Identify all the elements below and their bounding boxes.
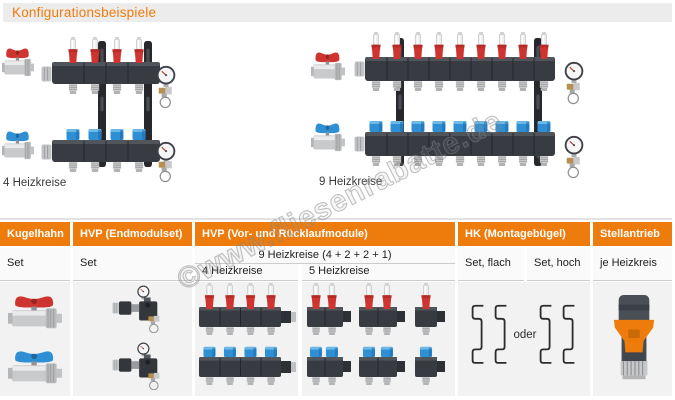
header-hvp-endmodulset: HVP (Endmodulset) — [73, 222, 192, 246]
sub-kugelhahn-set: Set — [0, 248, 70, 281]
bracket-flat-image — [469, 302, 487, 368]
bracket-high-image — [560, 302, 578, 368]
stellantrieb-actuator-image — [612, 292, 656, 388]
sub-je-heizkreis: je Heizkreis — [593, 248, 672, 281]
modules-2-2-1-return-image — [307, 346, 445, 385]
cell-montagebuegel-images — [458, 282, 590, 396]
header-hk-montagebuegel: HK (Montagebügel) — [458, 222, 590, 246]
sub-9-heizkreise-span: 9 Heizkreise (4 + 2 + 2 + 1) — [195, 248, 455, 264]
endmodulset-flow-image — [110, 285, 172, 333]
table-top-border — [0, 218, 672, 220]
oder-label: oder — [513, 329, 537, 341]
blue-ball-valve-image — [2, 131, 34, 160]
sub-4-heizkreise: 4 Heizkreise — [195, 264, 298, 281]
drain-valve-icon — [158, 161, 173, 183]
page-title: Konfigurationsbeispiele — [12, 5, 157, 20]
label-9-heizkreise: 9 Heizkreise — [319, 176, 383, 188]
kugelhahn-blue-valve-image — [8, 345, 62, 389]
kugelhahn-red-valve-image — [8, 290, 62, 334]
red-ball-valve-image — [311, 52, 345, 81]
label-4-heizkreise: 4 Heizkreise — [3, 177, 67, 189]
pressure-gauge-icon — [564, 135, 584, 157]
module-4-return-image — [199, 346, 296, 385]
cell-endmodulset-images — [73, 282, 192, 396]
manifold-4-circuits-image — [2, 37, 176, 183]
flow-manifold-bar — [354, 32, 584, 105]
module-4-flow-image — [199, 283, 296, 335]
return-manifold-bar — [354, 121, 584, 179]
header-hvp-module: HVP (Vor- und Rücklaufmodule) — [195, 222, 455, 246]
sub-5-heizkreise: 5 Heizkreise — [302, 264, 455, 281]
drain-valve-icon — [158, 87, 173, 109]
sub-set-flach: Set, flach — [458, 248, 524, 281]
header-kugelhahn: Kugelhahn — [0, 222, 70, 246]
pressure-gauge-icon — [156, 65, 176, 87]
section-title-bar: Konfigurationsbeispiele — [3, 3, 672, 22]
drain-valve-icon — [566, 83, 581, 105]
drain-valve-icon — [566, 157, 581, 179]
flow-manifold-bar — [41, 37, 176, 109]
blue-ball-valve-image — [311, 123, 345, 152]
return-manifold-bar — [41, 129, 176, 183]
pressure-gauge-icon — [564, 61, 584, 83]
manifold-9-circuits-image — [311, 32, 584, 179]
modules-2-2-1-flow-image — [307, 283, 445, 335]
red-ball-valve-image — [2, 48, 34, 77]
header-stellantrieb: Stellantrieb — [593, 222, 672, 246]
sub-endmodulset-set: Set — [73, 248, 192, 281]
endmodulset-return-image — [110, 342, 172, 390]
sub-set-hoch: Set, hoch — [527, 248, 590, 281]
